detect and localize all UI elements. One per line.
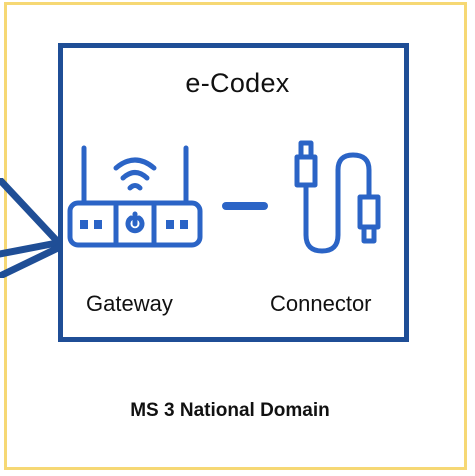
ecodex-title: e-Codex [185,68,290,98]
incoming-line-top [0,178,62,246]
wifi-wave-outer [113,157,157,171]
gateway-connector-link [222,202,268,210]
router-port-2 [94,220,102,229]
ecodex-box [58,43,409,342]
national-domain-label: MS 3 National Domain [130,400,330,421]
cable-connector-icon [294,140,381,254]
router-icon [67,145,203,248]
incoming-connection-lines [0,178,66,278]
router-port-1 [80,220,88,229]
wifi-wave-middle [120,170,150,181]
wifi-wave-inner [127,183,143,191]
router-port-3 [166,220,174,229]
connector-label: Connector [270,291,372,316]
cable-body [303,152,372,254]
router-port-4 [180,220,188,229]
connector-tip-bottom [361,224,377,244]
gateway-label: Gateway [86,291,173,316]
power-icon-arc [125,215,145,234]
incoming-line-bottom [0,244,62,278]
incoming-line-middle [0,238,66,258]
connector-plug-bottom [357,194,381,230]
connector-plug-top [294,154,318,188]
router-body [67,200,203,248]
